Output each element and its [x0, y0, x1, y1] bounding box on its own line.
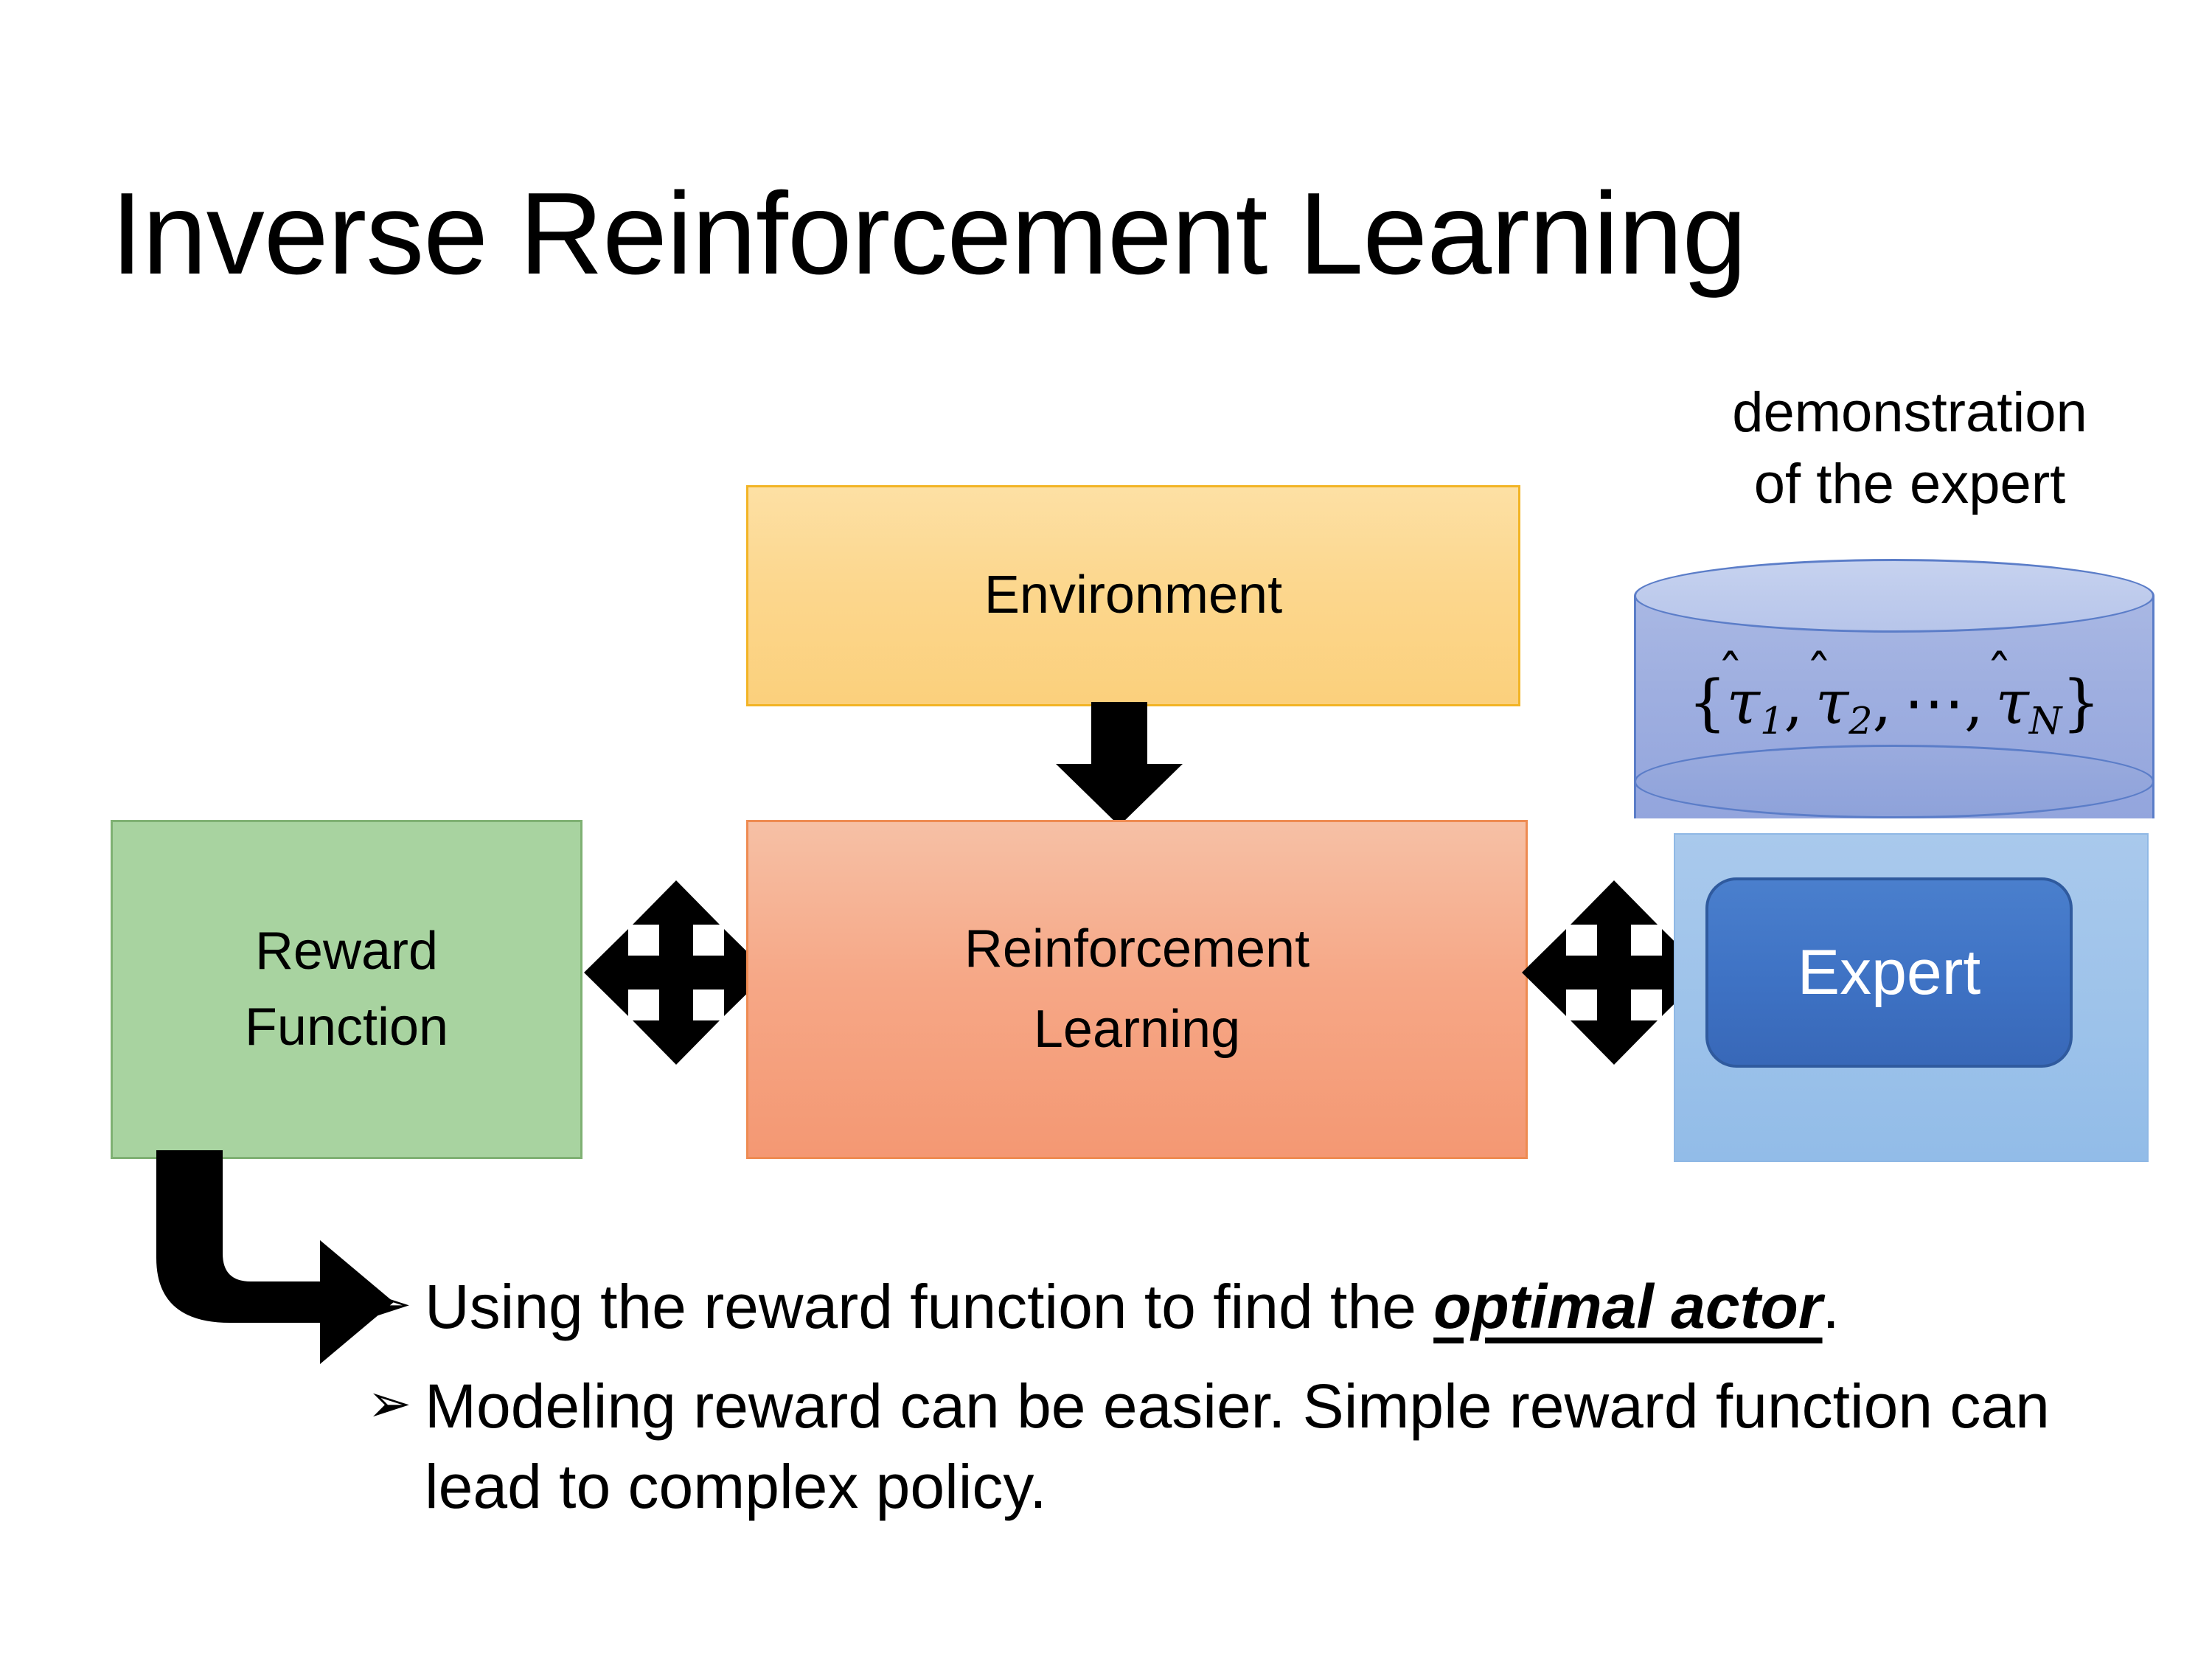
reward-function-label-line2: Function	[244, 998, 449, 1057]
demonstration-caption: demonstration of the expert	[1652, 378, 2168, 520]
cylinder-bottom-ellipse	[1634, 745, 2154, 818]
formula-open-brace: {	[1688, 668, 1727, 738]
formula-comma-3: ,	[1964, 668, 1984, 738]
expert-label: Expert	[1797, 936, 1981, 1008]
bullet-2-prefix: Modeling reward can be easier. Simple re…	[425, 1371, 2050, 1522]
tau-glyph-2: τ	[1815, 668, 1849, 738]
tau-subscript-n: N	[2028, 699, 2062, 743]
expert-button[interactable]: Expert	[1705, 877, 2073, 1068]
formula-ellipsis: ⋯	[1904, 668, 1965, 738]
four-way-arrow-icon-left	[584, 880, 768, 1065]
page-title: Inverse Reinforcement Learning	[111, 169, 1747, 299]
bullet-1-suffix: .	[1822, 1272, 1840, 1341]
formula-comma-1: ,	[1784, 668, 1804, 738]
tau-hat-2: ̂τ	[1815, 668, 1848, 738]
reinforcement-learning-box[interactable]: Reinforcement Learning	[746, 820, 1528, 1159]
elbow-arrow-icon	[156, 1150, 394, 1364]
reinforcement-learning-label-line2: Learning	[1033, 1000, 1241, 1059]
tau-subscript-2: 2	[1848, 699, 1873, 743]
bullet-1-emphasis: optimal actor	[1433, 1272, 1823, 1341]
demonstration-caption-line1: demonstration	[1732, 381, 2087, 444]
demonstration-cylinder: {̂τ1, ̂τ2, ⋯, ̂τN}	[1634, 559, 2154, 855]
tau-subscript-1: 1	[1760, 699, 1784, 743]
list-item: ➢ Using the reward function to find the …	[367, 1267, 2137, 1347]
list-item: ➢ Modeling reward can be easier. Simple …	[367, 1366, 2137, 1527]
bullet-marker-icon: ➢	[367, 1374, 412, 1434]
reward-function-label-line1: Reward	[254, 921, 439, 981]
formula-close-brace: }	[2062, 668, 2101, 738]
reinforcement-learning-label-line1: Reinforcement	[964, 919, 1310, 978]
down-arrow-icon	[1056, 702, 1183, 826]
four-way-arrow-icon-right	[1522, 880, 1706, 1065]
trajectory-set-formula: {̂τ1, ̂τ2, ⋯, ̂τN}	[1634, 668, 2154, 742]
environment-label: Environment	[984, 566, 1283, 625]
reward-function-box[interactable]: Reward Function	[111, 820, 582, 1159]
bullet-text-1: Using the reward function to find the op…	[425, 1267, 2137, 1347]
bullet-text-2: Modeling reward can be easier. Simple re…	[425, 1366, 2137, 1527]
tau-glyph-1: τ	[1726, 668, 1761, 738]
tau-hat-n: ̂τ	[1995, 668, 2028, 738]
bullet-marker-icon: ➢	[367, 1275, 412, 1334]
cylinder-top-ellipse	[1634, 559, 2154, 633]
formula-comma-2: ,	[1872, 668, 1892, 738]
demonstration-caption-line2: of the expert	[1753, 452, 2066, 515]
tau-glyph-n: τ	[1995, 668, 2029, 738]
tau-hat-1: ̂τ	[1727, 668, 1760, 738]
bullet-1-prefix: Using the reward function to find the	[425, 1272, 1434, 1341]
bullet-list: ➢ Using the reward function to find the …	[367, 1267, 2137, 1528]
environment-box[interactable]: Environment	[746, 485, 1520, 706]
